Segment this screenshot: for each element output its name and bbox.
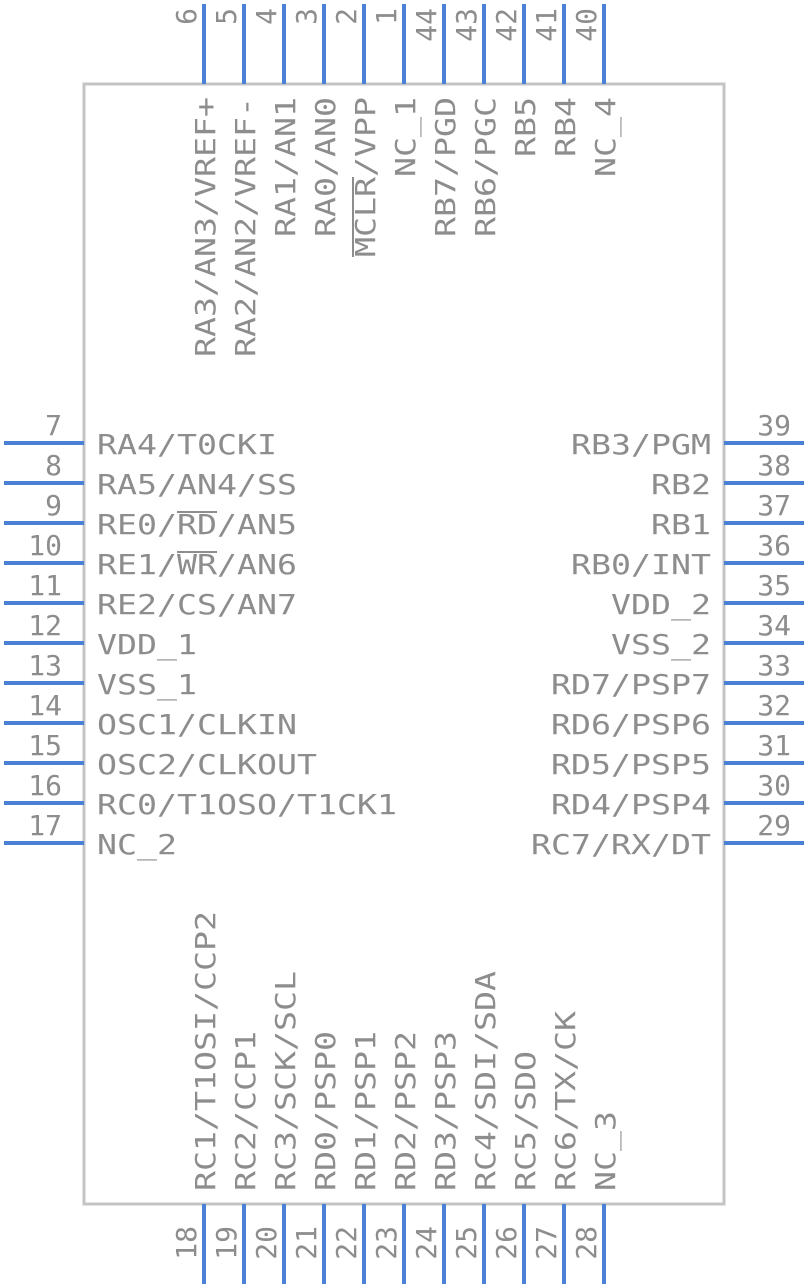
pin-2-number: 2 [330, 8, 363, 25]
pin-16-number: 16 [28, 769, 62, 802]
pin-9-number: 9 [45, 489, 62, 522]
pin-1-number: 1 [370, 8, 403, 25]
pin-nc-1-label: NC_1 [389, 97, 423, 177]
pin-3-number: 3 [290, 8, 323, 25]
pin-22-number: 22 [330, 1226, 363, 1260]
pin-re0-rd-an5-label: RE0/RD/AN5 [97, 508, 297, 541]
pin-13-number: 13 [28, 649, 62, 682]
pin-29-number: 29 [757, 809, 791, 842]
pin-rd3-psp3-label: RD3/PSP3 [429, 1031, 462, 1191]
pin-ra4-t0cki-label: RA4/T0CKI [97, 428, 277, 461]
pin-ra3-an3-vref-label: RA3/AN3/VREF+ [189, 97, 222, 357]
pin-rc4-sdi-sda-label: RC4/SDI/SDA [469, 971, 502, 1191]
pin-10-number: 10 [28, 529, 62, 562]
pin-41-number: 41 [530, 8, 563, 42]
pin-14-number: 14 [28, 689, 62, 722]
pin-rb5-label: RB5 [509, 97, 542, 157]
pin-rb0-int-label: RB0/INT [571, 548, 711, 581]
pin-34-number: 34 [757, 609, 791, 642]
pin-nc-4-label: NC_4 [589, 97, 623, 177]
pin-osc1-clkin-label: OSC1/CLKIN [97, 708, 297, 741]
pin-rc6-tx-ck-label: RC6/TX/CK [549, 1011, 582, 1191]
pin-ra0-an0-label: RA0/AN0 [309, 97, 342, 237]
pin-vss-1-label: VSS_1 [97, 668, 197, 702]
pin-30-number: 30 [757, 769, 791, 802]
pin-rd7-psp7-label: RD7/PSP7 [551, 668, 711, 701]
pin-39-number: 39 [757, 409, 791, 442]
pin-6-number: 6 [170, 8, 203, 25]
pin-rd5-psp5-label: RD5/PSP5 [551, 748, 711, 781]
pin-15-number: 15 [28, 729, 62, 762]
pin-rd6-psp6-label: RD6/PSP6 [551, 708, 711, 741]
pin-rc7-rx-dt-label: RC7/RX/DT [531, 828, 711, 861]
pin-rc2-ccp1-label: RC2/CCP1 [229, 1031, 262, 1191]
pin-rb2-label: RB2 [651, 468, 711, 501]
pin-vdd-1-label: VDD_1 [97, 628, 197, 662]
pin-nc-3-label: NC_3 [589, 1111, 623, 1191]
pin-rd1-psp1-label: RD1/PSP1 [349, 1031, 382, 1191]
pin-43-number: 43 [450, 8, 483, 42]
pin-rb7-pgd-label: RB7/PGD [429, 97, 462, 237]
pin-rc3-sck-scl-label: RC3/SCK/SCL [269, 971, 302, 1191]
pin-37-number: 37 [757, 489, 791, 522]
pin-25-number: 25 [450, 1226, 483, 1260]
pin-rc1-t1osi-ccp2-label: RC1/T1OSI/CCP2 [189, 911, 222, 1191]
pin-7-number: 7 [45, 409, 62, 442]
pin-rb1-label: RB1 [651, 508, 711, 541]
pin-rd2-psp2-label: RD2/PSP2 [389, 1031, 422, 1191]
pin-osc2-clkout-label: OSC2/CLKOUT [97, 748, 317, 781]
pin-26-number: 26 [490, 1226, 523, 1260]
pin-ra5-an4-ss-label: RA5/AN4/SS [97, 468, 297, 501]
pin-23-number: 23 [370, 1226, 403, 1260]
pin-18-number: 18 [170, 1226, 203, 1260]
pin-38-number: 38 [757, 449, 791, 482]
pin-re1-wr-an6-label: RE1/WR/AN6 [97, 548, 297, 581]
pin-24-number: 24 [410, 1226, 443, 1260]
pin-19-number: 19 [210, 1226, 243, 1260]
pin-re2-cs-an7-label: RE2/CS/AN7 [97, 588, 297, 621]
pin-36-number: 36 [757, 529, 791, 562]
pin-12-number: 12 [28, 609, 62, 642]
pin-vss-2-label: VSS_2 [611, 628, 711, 662]
pin-rd0-psp0-label: RD0/PSP0 [309, 1031, 342, 1191]
pin-rb4-label: RB4 [549, 97, 582, 157]
pin-35-number: 35 [757, 569, 791, 602]
pin-28-number: 28 [570, 1226, 603, 1260]
pin-5-number: 5 [210, 8, 243, 25]
pin-rc0-t1oso-t1ck1-label: RC0/T1OSO/T1CK1 [97, 788, 397, 821]
pin-ra1-an1-label: RA1/AN1 [269, 97, 302, 237]
pin-17-number: 17 [28, 809, 62, 842]
pin-mclr-vpp-label: MCLR/VPP [349, 97, 382, 257]
pin-rd4-psp4-label: RD4/PSP4 [551, 788, 711, 821]
pin-27-number: 27 [530, 1226, 563, 1260]
pin-42-number: 42 [490, 8, 523, 42]
pin-44-number: 44 [410, 8, 443, 42]
pin-21-number: 21 [290, 1226, 323, 1260]
pin-vdd-2-label: VDD_2 [611, 588, 711, 622]
pin-40-number: 40 [570, 8, 603, 42]
pin-4-number: 4 [250, 8, 283, 25]
pin-rb6-pgc-label: RB6/PGC [469, 97, 502, 237]
pin-8-number: 8 [45, 449, 62, 482]
pin-33-number: 33 [757, 649, 791, 682]
pin-31-number: 31 [757, 729, 791, 762]
pin-20-number: 20 [250, 1226, 283, 1260]
pin-nc-2-label: NC_2 [97, 828, 177, 862]
pin-11-number: 11 [28, 569, 62, 602]
pin-rc5-sdo-label: RC5/SDO [509, 1051, 542, 1191]
pin-32-number: 32 [757, 689, 791, 722]
pin-rb3-pgm-label: RB3/PGM [571, 428, 711, 461]
pin-ra2-an2-vref-label: RA2/AN2/VREF- [229, 97, 262, 357]
